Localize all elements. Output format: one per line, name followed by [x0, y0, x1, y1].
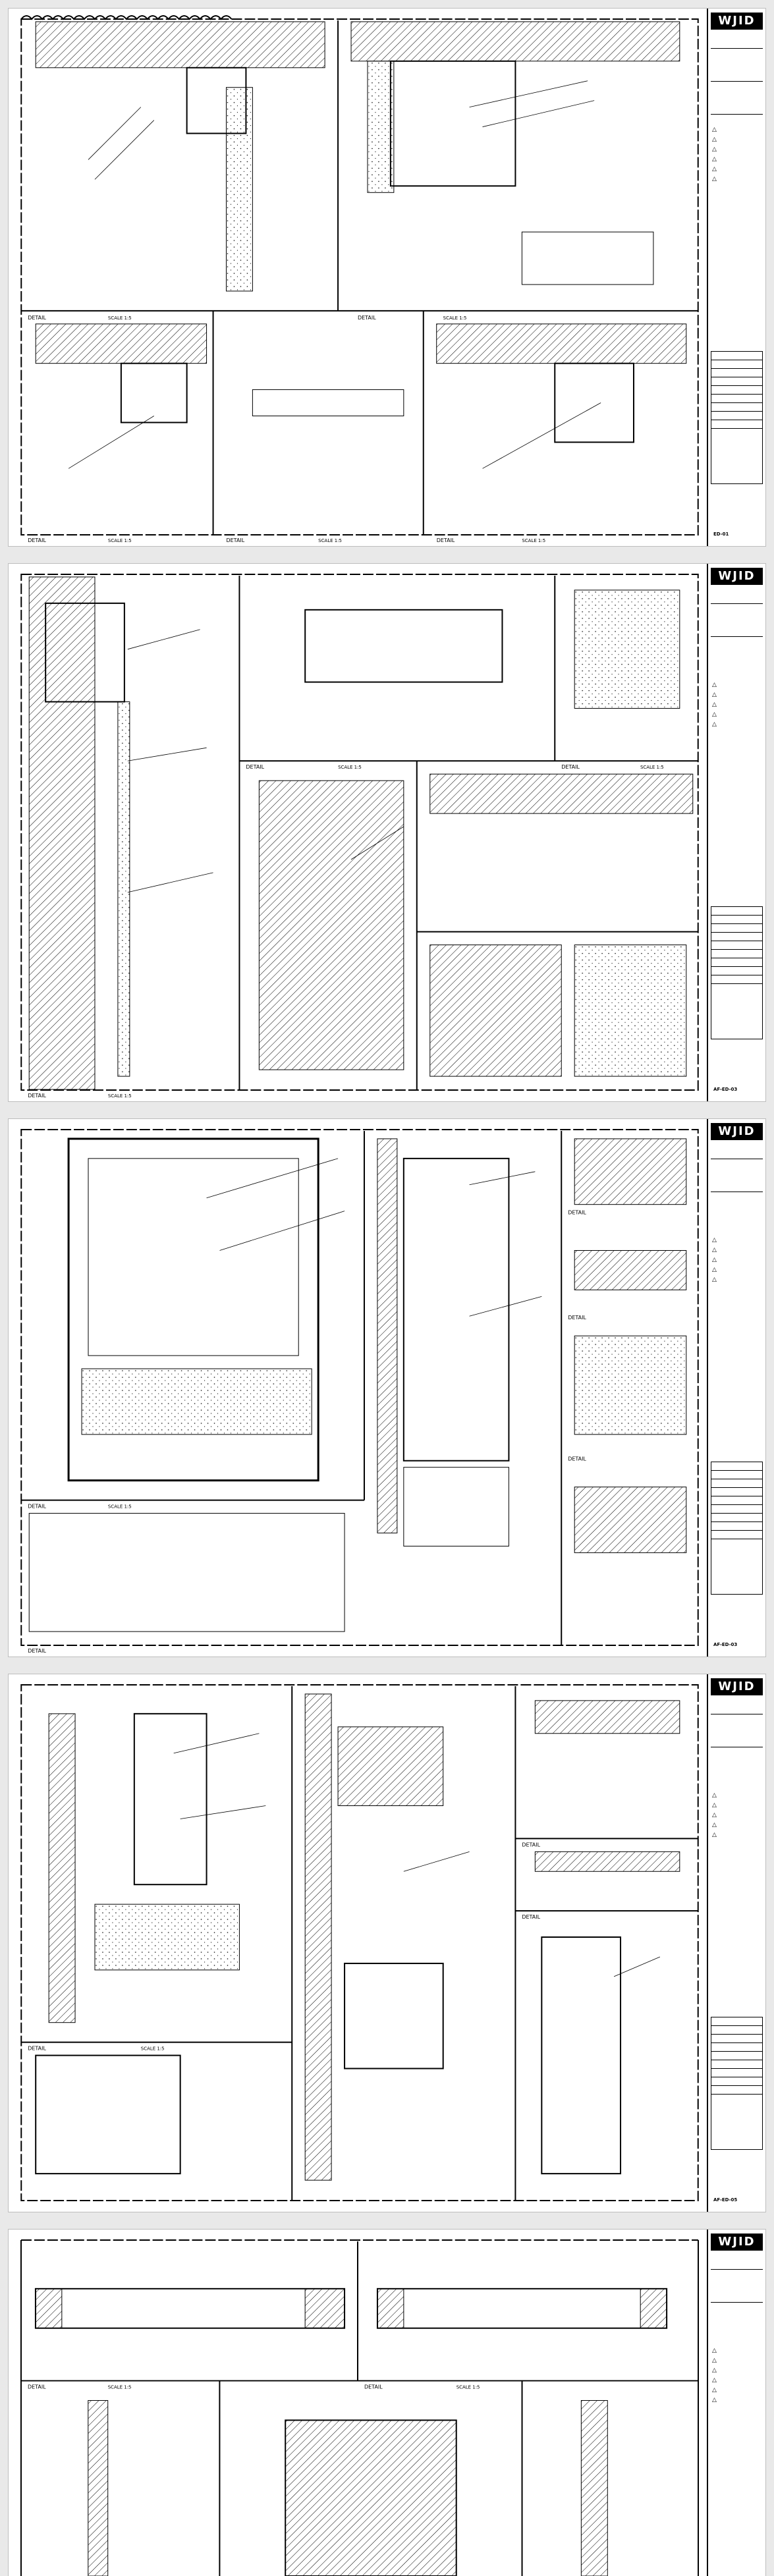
drawing-sheet-5: DETAIL SCALE 1:5 DETAIL SCALE 1:5 WJID △… — [8, 2229, 766, 2576]
svg-text:DETAIL: DETAIL — [28, 1648, 46, 1654]
title-block: WJID △ △ △ △ △ △ — [707, 2230, 765, 2576]
svg-text:DETAIL: DETAIL — [437, 537, 455, 543]
svg-text:DETAIL: DETAIL — [522, 1914, 540, 1920]
title-block-grid — [711, 351, 763, 484]
svg-text:DETAIL: DETAIL — [568, 1315, 586, 1321]
svg-text:SCALE 1:5: SCALE 1:5 — [141, 2046, 165, 2052]
svg-text:DETAIL: DETAIL — [246, 764, 264, 770]
sheet-number: AF-ED-03 — [713, 1087, 738, 1092]
svg-text:SCALE 1:5: SCALE 1:5 — [338, 765, 362, 770]
company-logo: WJID — [711, 568, 763, 585]
svg-text:SCALE 1:5: SCALE 1:5 — [456, 2385, 480, 2390]
svg-text:SCALE 1:5: SCALE 1:5 — [108, 538, 132, 543]
title-block: WJID △ △ △ △ △ AF-ED-05 — [707, 1674, 765, 2212]
revision-triangle-icon: △ — [712, 146, 717, 153]
svg-text:DETAIL: DETAIL — [28, 537, 46, 543]
svg-text:DETAIL: DETAIL — [28, 1504, 46, 1510]
revision-triangle-icon: △ — [712, 1832, 717, 1838]
revision-triangle-icon: △ — [712, 176, 717, 182]
drawing-sheet-1: DETAIL SCALE 1:5 DETAIL SCALE 1:5 DETAIL… — [8, 8, 766, 547]
svg-text:SCALE 1:5: SCALE 1:5 — [318, 538, 342, 543]
svg-text:DETAIL: DETAIL — [226, 537, 244, 543]
svg-text:SCALE 1:5: SCALE 1:5 — [108, 1504, 132, 1510]
svg-text:SCALE 1:5: SCALE 1:5 — [640, 765, 664, 770]
revision-triangle-icon: △ — [712, 1802, 717, 1809]
svg-text:DETAIL: DETAIL — [28, 2384, 46, 2390]
sheet-number: ED-01 — [713, 532, 729, 537]
title-block-grid — [711, 2017, 763, 2150]
sheet-3-drawing: DETAIL SCALE 1:5 DETAIL DETAIL DETAIL DE… — [20, 1128, 699, 1654]
svg-text:SCALE 1:5: SCALE 1:5 — [108, 1093, 132, 1099]
title-block: WJID △ △ △ △ △ △ ED-01 — [707, 9, 765, 546]
sheet-2-drawing: DETAIL SCALE 1:5 DETAIL SCALE 1:5 DETAIL… — [20, 573, 699, 1099]
revision-triangle-icon: △ — [712, 721, 717, 728]
revision-triangle-icon: △ — [712, 692, 717, 698]
svg-text:DETAIL: DETAIL — [568, 1456, 586, 1462]
svg-text:DETAIL: DETAIL — [28, 2046, 46, 2052]
title-block-grid — [711, 1462, 763, 1595]
svg-text:SCALE 1:5: SCALE 1:5 — [108, 2385, 132, 2390]
svg-text:DETAIL: DETAIL — [561, 764, 580, 770]
company-logo: WJID — [711, 1123, 763, 1140]
revision-triangle-icon: △ — [712, 1822, 717, 1828]
revision-triangle-icon: △ — [712, 2377, 717, 2384]
drawing-sheet-3: DETAIL SCALE 1:5 DETAIL DETAIL DETAIL DE… — [8, 1118, 766, 1657]
revision-triangle-icon: △ — [712, 2367, 717, 2374]
title-block: WJID △ △ △ △ △ AF-ED-03 — [707, 564, 765, 1101]
svg-text:SCALE 1:5: SCALE 1:5 — [108, 315, 132, 321]
revision-triangle-icon: △ — [712, 1276, 717, 1283]
svg-text:DETAIL: DETAIL — [568, 1210, 586, 1216]
svg-text:SCALE 1:5: SCALE 1:5 — [443, 315, 467, 321]
revision-triangle-icon: △ — [712, 1247, 717, 1253]
svg-text:DETAIL: DETAIL — [364, 2384, 383, 2390]
revision-triangle-icon: △ — [712, 711, 717, 718]
revision-triangle-icon: △ — [712, 1237, 717, 1244]
revision-triangle-icon: △ — [712, 166, 717, 173]
revision-triangle-icon: △ — [712, 1267, 717, 1273]
svg-text:DETAIL: DETAIL — [522, 1842, 540, 1848]
company-logo: WJID — [711, 13, 763, 30]
company-logo: WJID — [711, 1678, 763, 1695]
sheet-number: AF-ED-03 — [713, 1642, 738, 1647]
revision-triangle-icon: △ — [712, 1257, 717, 1263]
sheet-4-drawing: DETAIL SCALE 1:5 DETAIL DETAIL — [20, 1684, 699, 2202]
sheet-number: AF-ED-05 — [713, 2197, 738, 2203]
revision-triangle-icon: △ — [712, 136, 717, 143]
company-logo: WJID — [711, 2233, 763, 2251]
svg-text:DETAIL: DETAIL — [28, 1093, 46, 1099]
revision-triangle-icon: △ — [712, 156, 717, 163]
revision-triangle-icon: △ — [712, 2347, 717, 2354]
revision-triangle-icon: △ — [712, 1792, 717, 1799]
title-block-grid — [711, 906, 763, 1039]
sheet-1-drawing: DETAIL SCALE 1:5 DETAIL SCALE 1:5 DETAIL… — [20, 14, 699, 543]
revision-triangle-icon: △ — [712, 2357, 717, 2364]
svg-text:DETAIL: DETAIL — [358, 315, 376, 321]
sheet-5-drawing: DETAIL SCALE 1:5 DETAIL SCALE 1:5 — [20, 2239, 700, 2576]
title-block: WJID △ △ △ △ △ AF-ED-03 — [707, 1119, 765, 1657]
revision-triangle-icon: △ — [712, 2397, 717, 2403]
revision-triangle-icon: △ — [712, 126, 717, 133]
revision-triangle-icon: △ — [712, 2387, 717, 2394]
revision-triangle-icon: △ — [712, 682, 717, 688]
detail-label: DETAIL — [28, 315, 46, 321]
svg-text:SCALE 1:5: SCALE 1:5 — [522, 538, 545, 543]
revision-triangle-icon: △ — [712, 1812, 717, 1819]
revision-triangle-icon: △ — [712, 701, 717, 708]
drawing-sheet-4: DETAIL SCALE 1:5 DETAIL DETAIL WJID △ △ … — [8, 1674, 766, 2212]
drawing-sheet-2: DETAIL SCALE 1:5 DETAIL SCALE 1:5 DETAIL… — [8, 563, 766, 1102]
